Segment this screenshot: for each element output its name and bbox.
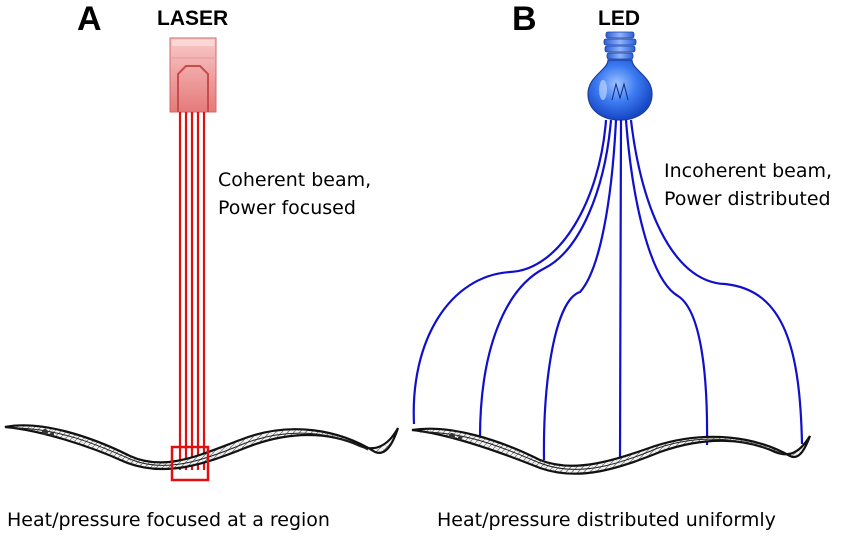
laser-diode-icon bbox=[169, 37, 217, 113]
light-bulb-icon bbox=[587, 31, 653, 121]
panel-b: B LED Incoherent beam, Power distributed bbox=[411, 0, 832, 531]
incoherent-beam bbox=[412, 119, 804, 463]
panel-b-caption: Heat/pressure distributed uniformly bbox=[437, 509, 776, 531]
laser-label: LASER bbox=[157, 7, 228, 30]
panel-a-letter: A bbox=[77, 0, 102, 38]
worm-b bbox=[411, 427, 812, 475]
panel-a-beam-line2: Power focused bbox=[218, 197, 356, 219]
panel-a: A LASER Coherent beam, Power focused bbox=[4, 0, 400, 531]
led-label: LED bbox=[598, 7, 640, 30]
panel-b-beam-line2: Power distributed bbox=[664, 188, 831, 210]
panel-b-beam-line1: Incoherent beam, bbox=[664, 160, 832, 182]
coherent-beam bbox=[178, 112, 206, 470]
focus-region-box bbox=[170, 445, 210, 482]
worm-a bbox=[4, 424, 400, 471]
panel-a-caption: Heat/pressure focused at a region bbox=[7, 509, 330, 531]
panel-a-beam-line1: Coherent beam, bbox=[218, 169, 371, 191]
panel-b-letter: B bbox=[512, 0, 537, 38]
